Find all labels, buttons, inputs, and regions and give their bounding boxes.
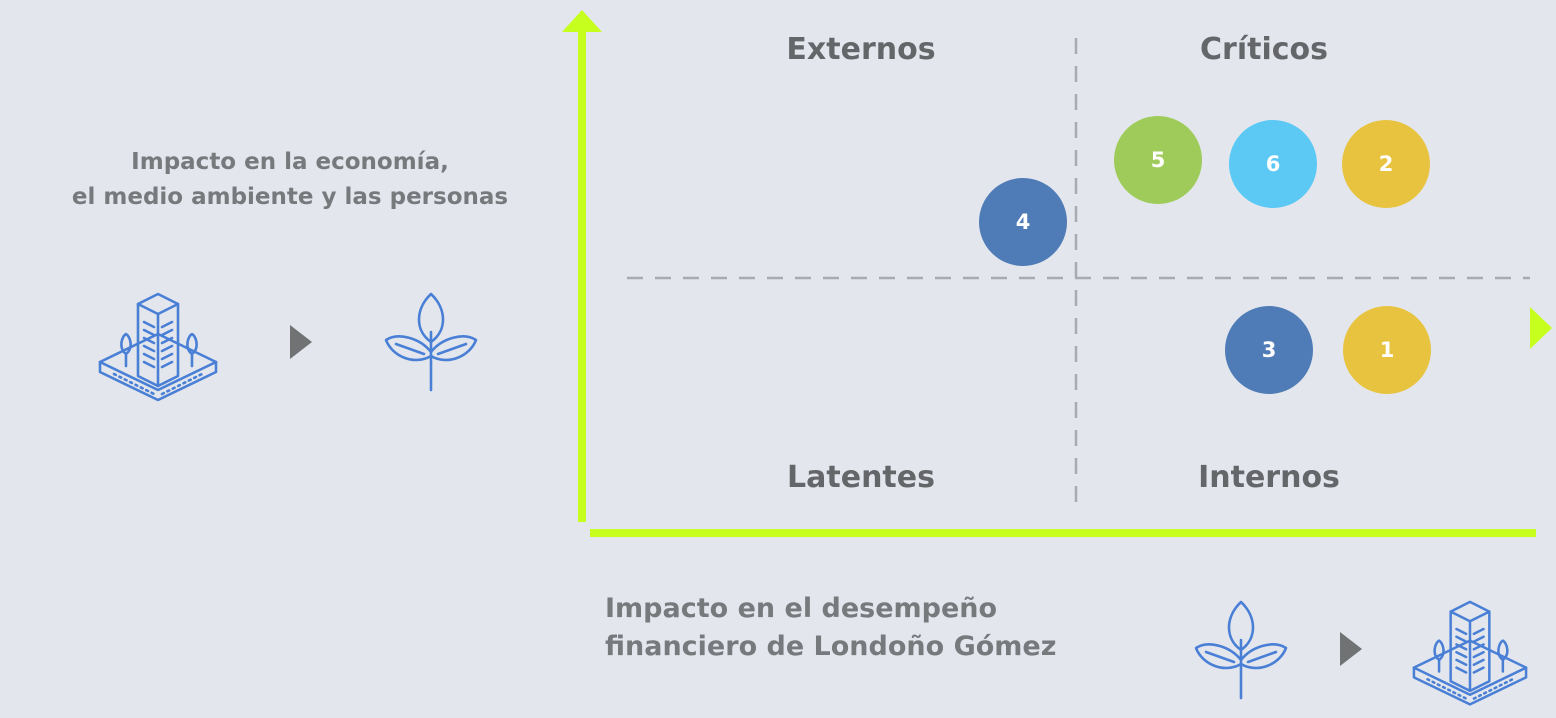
topic-bubble-3: 3 xyxy=(1225,306,1313,394)
x-axis-title-line1: Impacto en el desempeño xyxy=(605,593,998,624)
y-axis xyxy=(578,24,586,522)
topic-bubble-1: 1 xyxy=(1343,306,1431,394)
y-axis-title-line1: Impacto en la economía, xyxy=(131,149,449,175)
topic-bubble-5: 5 xyxy=(1114,116,1202,204)
x-axis-arrowhead xyxy=(1530,307,1552,349)
plant-icon xyxy=(1194,600,1288,700)
building-icon xyxy=(1412,600,1528,706)
x-axis-title: Impacto en el desempeño financiero de Lo… xyxy=(605,590,1165,666)
topic-bubble-2: 2 xyxy=(1342,120,1430,208)
quadrant-label-bottom-left: Latentes xyxy=(787,460,935,495)
x-axis-title-line2: financiero de Londoño Gómez xyxy=(605,631,1057,662)
arrow-right-icon xyxy=(290,325,312,359)
topic-bubble-6: 6 xyxy=(1229,120,1317,208)
y-axis-arrowhead xyxy=(562,10,602,32)
quadrant-label-bottom-right: Internos xyxy=(1198,460,1340,495)
arrow-right-icon xyxy=(1340,632,1362,666)
plant-icon xyxy=(384,292,478,392)
quadrant-label-top-right: Críticos xyxy=(1200,32,1328,67)
y-axis-title: Impacto en la economía, el medio ambient… xyxy=(20,145,560,215)
building-icon xyxy=(98,292,218,402)
y-axis-title-line2: el medio ambiente y las personas xyxy=(71,184,509,210)
topic-bubble-4: 4 xyxy=(979,178,1067,266)
quadrant-label-top-left: Externos xyxy=(786,32,936,67)
x-axis xyxy=(590,529,1536,537)
